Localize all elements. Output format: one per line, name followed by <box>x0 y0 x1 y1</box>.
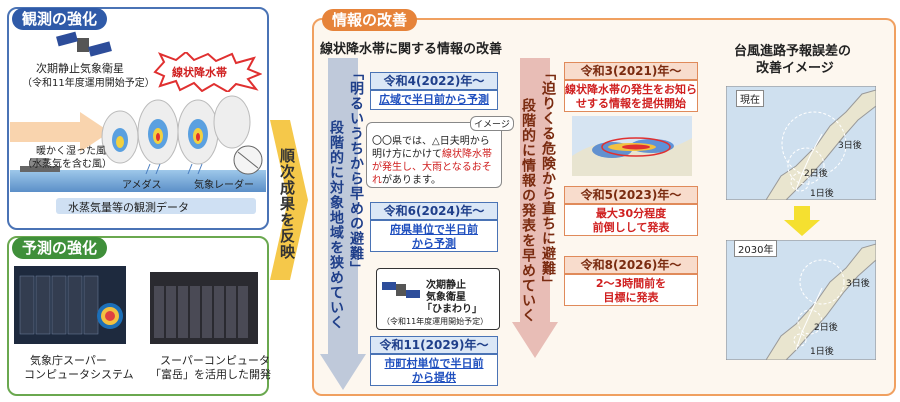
vapor-banner <box>56 198 256 214</box>
map-now-label: 現在 <box>736 90 764 107</box>
system-label-1: 気象庁スーパー <box>30 354 107 367</box>
day-label-1: 1日後 <box>810 189 834 199</box>
red-item-text: 2〜3時間前を 目標に発表 <box>564 274 698 306</box>
fugaku-label-1: スーパーコンピュータ <box>160 354 270 367</box>
himawari-satellite-icon <box>382 282 420 298</box>
day-label-2: 2日後 <box>804 169 828 179</box>
blue-item-text-line: 府県単位で半日前 <box>390 223 478 236</box>
blue-item-text-line: 市町村単位で半日前 <box>384 357 484 370</box>
blue-item-text-line: から提供 <box>412 371 456 384</box>
message-line-4: れがあります。 <box>372 175 441 186</box>
himawari-box <box>376 268 500 330</box>
system-label-2: コンピュータシステム <box>24 368 134 381</box>
rain-radar-image <box>572 116 692 176</box>
satellite-note: （令和11年度運用開始予定） <box>22 78 155 89</box>
red-item-text-line: 2〜3時間前を <box>595 277 667 290</box>
message-box <box>366 122 502 188</box>
improvement-title: 情報の改善 <box>322 9 418 31</box>
red-item-text-line: 目標に発表 <box>603 291 659 304</box>
blue-item-text-line: から予測 <box>412 237 456 250</box>
image-tag: イメージ <box>470 116 514 131</box>
blue-arrow <box>320 58 366 390</box>
reflect-label: 順次成果を反映 <box>278 148 296 260</box>
blue-item-text: 広域で半日前から予測 <box>370 90 498 110</box>
message-line-2: 明け方にかけて線状降水帯 <box>372 149 492 160</box>
red-item-text-line: せする情報を提供開始 <box>576 97 686 110</box>
burst-icon <box>153 52 262 92</box>
red-item-year: 令和3(2021)年〜 <box>564 62 698 80</box>
himawari-line-2: 気象衛星 <box>426 292 466 303</box>
day-label-2: 2日後 <box>814 323 838 333</box>
day-label-3: 3日後 <box>838 141 862 151</box>
red-item-text-line: 最大30分程度 <box>595 207 667 220</box>
typhoon-title-1: 台風進路予報誤差の <box>734 44 852 59</box>
red-item-text-line: 前倒しして発表 <box>592 221 670 234</box>
typhoon-map-future <box>726 240 876 360</box>
down-arrow <box>784 206 820 236</box>
amedas-label: アメダス <box>122 180 162 191</box>
red-arrow-text-a: 「迫りくる危険から直ちに避難」 <box>540 66 556 291</box>
fugaku-image <box>150 272 258 344</box>
vapor-label: 水蒸気量等の観測データ <box>68 201 189 214</box>
blue-item-year: 令和11(2029)年〜 <box>370 336 498 354</box>
improvement-subtitle: 線状降水帯に関する情報の改善 <box>320 42 503 57</box>
satellite-label: 次期静止気象衛星 <box>36 62 124 75</box>
day-label-1: 1日後 <box>810 347 834 357</box>
blue-item-year: 令和6(2024)年〜 <box>370 202 498 220</box>
supercomputer-image <box>14 266 126 344</box>
message-line-1: 〇〇県では、△日夫明から <box>372 136 490 147</box>
red-arrow-text-b: 段階的に情報の発表を早めていく <box>520 98 536 323</box>
wind-note: （水蒸気を含む風） <box>22 159 112 170</box>
map-future-label: 2030年 <box>734 240 778 257</box>
red-item-year: 令和8(2026)年〜 <box>564 256 698 274</box>
himawari-line-3: 「ひまわり」 <box>422 304 482 315</box>
fugaku-label-2: 「富岳」を活用した開発 <box>150 368 271 381</box>
reflect-arrow <box>270 120 308 280</box>
himawari-note: （令和11年度運用開始予定） <box>382 317 489 326</box>
weather-scene <box>10 95 266 192</box>
himawari-line-1: 次期静止 <box>426 280 466 291</box>
prediction-title: 予測の強化 <box>12 237 108 259</box>
message-line-3: が発生し、大雨となるおそ <box>372 162 492 173</box>
burst-label: 線状降水帯 <box>172 66 227 79</box>
satellite-icon <box>56 31 112 57</box>
blue-arrow-text-b: 段階的に対象地域を狭めていく <box>328 120 344 330</box>
day-label-3: 3日後 <box>846 279 870 289</box>
blue-item-text: 府県単位で半日前 から予測 <box>370 220 498 252</box>
red-item-text: 最大30分程度 前倒しして発表 <box>564 204 698 236</box>
red-arrow <box>512 58 558 358</box>
red-item-text-line: 線状降水帯の発生をお知ら <box>565 83 697 96</box>
blue-arrow-text-a: 「明るいうちから早めの避難」 <box>348 66 364 276</box>
wind-label: 暖かく湿った風 <box>36 146 106 157</box>
red-item-year: 令和5(2023)年〜 <box>564 186 698 204</box>
blue-item-text: 市町村単位で半日前 から提供 <box>370 354 498 386</box>
typhoon-title-2: 改善イメージ <box>756 61 834 76</box>
red-item-text: 線状降水帯の発生をお知ら せする情報を提供開始 <box>564 80 698 112</box>
radar-label: 気象レーダー <box>194 180 254 191</box>
observation-title: 観測の強化 <box>12 8 108 30</box>
blue-item-year: 令和4(2022)年〜 <box>370 72 498 90</box>
